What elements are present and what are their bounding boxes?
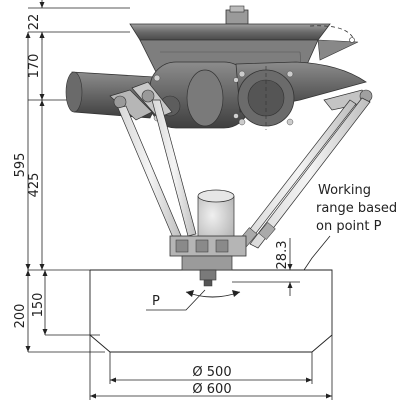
working-range-line-1: Working <box>318 183 371 198</box>
working-range-leader <box>303 235 331 271</box>
dim-170-label: 170 <box>27 54 42 79</box>
rotation-indicator <box>185 291 241 298</box>
parallel-rods <box>117 97 371 249</box>
dim-diameter-500-label: Ø 500 <box>192 365 231 380</box>
bottom-dimension-lines <box>89 335 333 400</box>
rotation-arrow-head <box>232 290 240 297</box>
point-p-leader <box>146 289 206 311</box>
end-effector-platform <box>169 235 247 287</box>
rotation-arrow-tail <box>186 290 194 297</box>
center-motor <box>149 61 251 129</box>
point-p-label: P <box>152 294 160 309</box>
working-range-line-2: range based <box>316 201 397 216</box>
dim-150-label: 150 <box>31 293 46 318</box>
tool-offset-arrows <box>287 264 293 288</box>
dim-595-label: 595 <box>13 153 28 178</box>
dim-22-label: 22 <box>27 14 42 31</box>
bottom-dimension-arrows <box>90 377 332 399</box>
dim-diameter-600-label: Ø 600 <box>192 382 231 397</box>
dim-28-3-label: 28.3 <box>275 241 290 270</box>
right-motor <box>235 61 367 130</box>
dim-200-label: 200 <box>13 304 28 329</box>
dim-425-label: 425 <box>27 173 42 198</box>
left-dimension-arrows <box>25 2 48 352</box>
left-dimension-lines <box>27 0 160 353</box>
working-range-line-3: on point P <box>316 219 382 234</box>
